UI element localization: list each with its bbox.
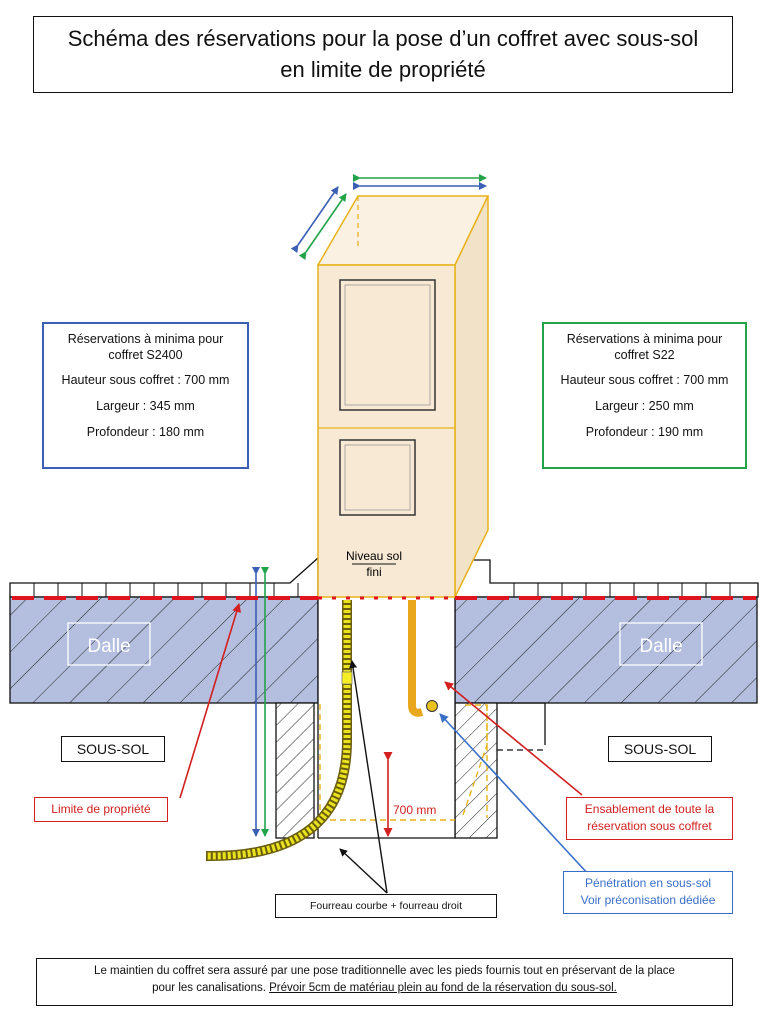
spec-box-s2400: Réservations à minima pour coffret S2400… <box>42 322 249 469</box>
conduit-label: Fourreau courbe + fourreau droit <box>275 894 497 918</box>
basement-wall-left <box>275 702 315 839</box>
title-line-2: en limite de propriété <box>280 56 486 82</box>
sanding-label-1: Ensablement de toute la <box>584 802 715 816</box>
title-box: Schéma des réservations pour la pose d’u… <box>33 16 733 93</box>
spec-s22-width: Largeur : 250 mm <box>595 398 694 413</box>
spec-s22-heading-1: Réservations à minima pour <box>566 332 723 346</box>
slab-right-label: Dalle <box>639 636 682 657</box>
property-limit-label: Limite de propriété <box>34 797 168 823</box>
basement-label-left: SOUS-SOL <box>61 736 165 762</box>
footer-text-underlined: Prévoir 5cm de matériau plein au fond de… <box>269 981 617 994</box>
conduit-curved <box>205 600 353 862</box>
spec-s2400-height: Hauteur sous coffret : 700 mm <box>61 373 230 388</box>
ground-level-label-1: Niveau sol <box>346 549 402 563</box>
cabinet-door-upper <box>339 279 436 411</box>
penetration-arrow <box>439 713 591 877</box>
spec-s2400-depth: Profondeur : 180 mm <box>86 424 205 439</box>
slab-left-label: Dalle <box>87 636 130 657</box>
footer-text-1: Le maintien du coffret sera assuré par u… <box>94 965 675 977</box>
footer-text-2: pour les canalisations. <box>152 981 266 994</box>
spec-s2400-width: Largeur : 345 mm <box>96 398 195 413</box>
sanding-label-2: réservation sous coffret <box>587 819 712 834</box>
penetration-label-1: Pénétration en sous-sol <box>584 876 712 890</box>
slab-right <box>454 596 758 704</box>
slab-left <box>9 596 319 704</box>
property-limit-arrow <box>179 603 241 799</box>
sanding-arrow <box>444 681 583 796</box>
cabinet <box>316 195 490 598</box>
spec-s22-heading-2: coffret S22 <box>614 347 675 362</box>
conduit-arrow-1 <box>349 660 388 894</box>
ground-level-label-2: fini <box>366 565 381 579</box>
cabinet-door-lower <box>339 439 416 516</box>
spec-s2400-heading-2: coffret S2400 <box>108 347 183 362</box>
footer-note: Le maintien du coffret sera assuré par u… <box>36 958 733 1006</box>
sanding-label: Ensablement de toute la réservation sous… <box>566 797 733 840</box>
spec-s22-height: Hauteur sous coffret : 700 mm <box>560 373 729 388</box>
dimension-arrows-top <box>290 174 487 261</box>
basement-wall-right <box>454 702 546 839</box>
depth-dimension-label: 700 mm <box>393 803 436 817</box>
basement-label-right: SOUS-SOL <box>608 736 712 762</box>
penetration-label: Pénétration en sous-sol Voir préconisati… <box>563 871 733 914</box>
conduit-straight <box>408 600 438 717</box>
spec-box-s22: Réservations à minima pour coffret S22 H… <box>542 322 747 469</box>
title-line-1: Schéma des réservations pour la pose d’u… <box>67 25 699 51</box>
penetration-label-2: Voir préconisation dédiée <box>580 893 716 908</box>
spec-s2400-heading-1: Réservations à minima pour <box>67 332 224 346</box>
spec-s22-depth: Profondeur : 190 mm <box>585 424 704 439</box>
conduit-arrow-2 <box>339 848 388 894</box>
dimension-arrows-vertical <box>252 567 393 837</box>
